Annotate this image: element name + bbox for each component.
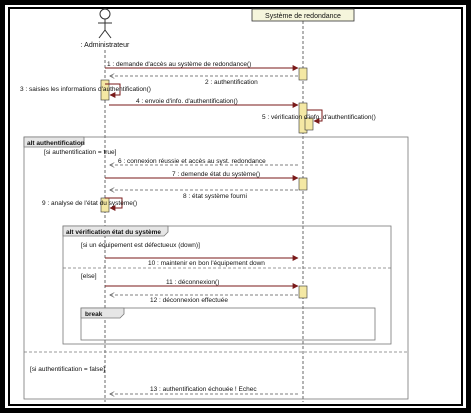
message-13-label: 13 : authentification échouée ! Echec	[150, 386, 257, 393]
activation-system-3	[304, 117, 314, 131]
actor-head-icon	[99, 8, 111, 20]
message-8-label: 8 : état système fourni	[183, 193, 247, 200]
message-4-label: 4 : envoie d'info. d'authentification()	[136, 98, 238, 105]
fragment-alt-verification: alt vérification état du système [si un …	[62, 225, 392, 345]
message-5-label: 5 : vérification d'info. d'authentificat…	[262, 114, 376, 121]
guard-else: [else]	[81, 273, 97, 280]
actor-leg-left	[98, 29, 106, 39]
fragment-alt-verif-frame	[62, 225, 392, 345]
message-3-arrow	[105, 83, 121, 98]
fragment-break-label: break	[85, 311, 103, 318]
fragment-alt-authentification: alt authentification [si authentificatio…	[23, 136, 409, 400]
inner-frame	[8, 7, 463, 406]
activation-system-5	[298, 285, 308, 299]
actor-administrateur: : Administrateur	[81, 8, 130, 49]
actor-label: : Administrateur	[81, 42, 130, 49]
fragment-break-header	[80, 307, 125, 319]
message-2-label: 2 : authentification	[205, 79, 258, 86]
message-7-label: 7 : demende état du système()	[172, 171, 260, 178]
system-lifeline-head: Système de redondance	[251, 8, 355, 22]
system-label: Système de redondance	[265, 13, 341, 20]
activation-actor-1	[100, 79, 110, 101]
message-9-label: 9 : analyse de l'état du système()	[42, 200, 137, 207]
fragment-alt-auth-frame	[23, 136, 409, 400]
fragment-alt-verif-label: alt vérification état du système	[66, 229, 161, 236]
activation-system-4	[298, 177, 308, 191]
activation-system-1	[298, 67, 308, 81]
actor-leg-right	[104, 29, 112, 39]
guard-auth-true: [si authentification = true]	[44, 149, 117, 156]
guard-auth-false: [si authentification = false]	[30, 366, 105, 373]
message-3-label: 3 : saisies les informations d'authentif…	[20, 86, 151, 93]
message-9-arrow	[105, 197, 123, 211]
message-10-label: 10 : maintenir en bon l'équipement down	[148, 260, 265, 267]
fragment-alt-verif-header	[62, 225, 169, 237]
message-1-label: 1 : demande d'accès au système de redond…	[107, 61, 251, 68]
fragment-break: break	[80, 307, 376, 341]
message-6-label: 6 : connexion réussie et accès au syst. …	[118, 158, 266, 165]
message-11-label: 11 : déconnexion()	[166, 279, 219, 286]
fragment-break-frame	[80, 307, 376, 341]
fragment-alt-auth-label: alt authentification	[27, 140, 85, 147]
fragment-alt-auth-header	[23, 136, 85, 148]
guard-equip-down: [si un équipement est défectueux (down)]	[81, 242, 200, 249]
message-12-label: 12 : déconnexion effectuée	[150, 297, 228, 304]
message-5-arrow	[307, 109, 323, 124]
